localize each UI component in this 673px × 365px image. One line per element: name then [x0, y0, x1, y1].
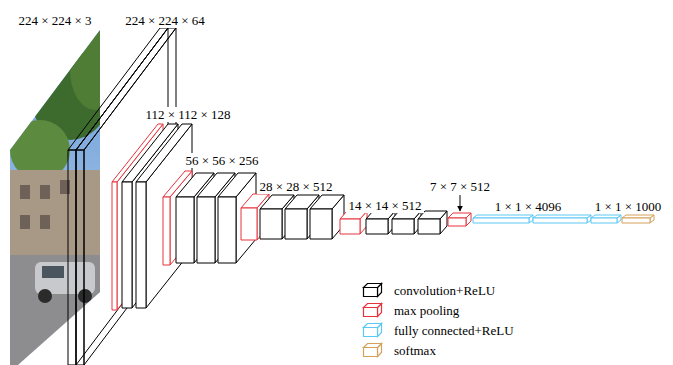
dimension-label: 1 × 1 × 1000 [593, 197, 664, 215]
swatch-face [364, 344, 382, 348]
pool-layer [340, 211, 367, 234]
dimension-label: 1 × 1 × 4096 [493, 197, 564, 215]
layer-face [310, 209, 332, 239]
layer-face [241, 208, 257, 240]
layer-face [136, 182, 146, 308]
layer-face [366, 219, 388, 234]
layer-face [197, 197, 215, 263]
legend-swatch [362, 342, 384, 358]
dimension-label: 56 × 56 × 256 [183, 151, 260, 169]
layer-face [591, 218, 617, 223]
layer-face [218, 173, 256, 197]
fc-layer [591, 215, 621, 223]
dimension-text: 224 × 224 × 64 [123, 13, 207, 28]
layer-face [260, 209, 282, 239]
layer-face [418, 219, 440, 234]
fc-layer [473, 215, 533, 223]
dimension-label: 7 × 7 × 512 [428, 177, 492, 195]
dimension-text: 14 × 14 × 512 [346, 198, 423, 213]
dimension-text: 7 × 7 × 512 [428, 179, 492, 194]
layer-face [310, 195, 344, 209]
conv-layer [310, 195, 344, 239]
fc-layer [533, 215, 591, 223]
leader-arrow [460, 195, 461, 211]
dimension-label: 28 × 28 × 512 [257, 177, 334, 195]
swatch-face [364, 284, 382, 288]
layer-face [176, 197, 194, 263]
legend-swatch [362, 302, 384, 318]
conv-layer [218, 173, 256, 263]
dimension-text: 224 × 224 × 3 [16, 13, 93, 28]
legend-swatch [362, 322, 384, 338]
layer-face [473, 218, 529, 223]
dimension-label: 224 × 224 × 64 [123, 11, 207, 29]
layer-face [448, 213, 471, 218]
swatch-face [364, 324, 382, 328]
layer-face [340, 219, 360, 234]
dimension-label: 112 × 112 × 128 [143, 105, 232, 123]
legend-text: max pooling [394, 303, 459, 318]
legend-entry: softmax [362, 341, 404, 359]
swatch-face [364, 348, 378, 357]
dimension-text: 1 × 1 × 4096 [493, 199, 564, 214]
layer-face [448, 218, 466, 226]
dimension-text: 112 × 112 × 128 [143, 107, 232, 122]
layer-face [68, 150, 76, 365]
dimension-text: 28 × 28 × 512 [257, 179, 334, 194]
layer-face [122, 182, 132, 308]
swatch-face [364, 308, 378, 317]
layer-face [112, 182, 117, 310]
layer-face [392, 219, 414, 234]
legend-text: convolution+ReLU [394, 283, 495, 298]
legend-entry: fully connected+ReLU [362, 321, 482, 339]
dimension-text: 1 × 1 × 1000 [593, 199, 664, 214]
legend-text: fully connected+ReLU [394, 323, 514, 338]
legend-entry: convolution+ReLU [362, 281, 463, 299]
legend-text: softmax [394, 343, 436, 358]
conv-layer [418, 211, 447, 234]
conv-layer [366, 211, 395, 234]
swatch-face [364, 328, 378, 337]
swatch-face [364, 288, 378, 297]
dimension-label: 224 × 224 × 3 [16, 11, 93, 29]
softmax-layer [622, 215, 654, 223]
layer-face [285, 209, 307, 239]
layer-face [533, 218, 587, 223]
legend-entry: max pooling [362, 301, 427, 319]
layer-face [163, 197, 170, 265]
pool-layer [448, 213, 471, 226]
layer-face [218, 197, 236, 263]
conv-layer [392, 211, 421, 234]
input-photo [0, 20, 120, 365]
legend-swatch [362, 282, 384, 298]
layer-face [76, 150, 84, 365]
dimension-text: 56 × 56 × 256 [183, 153, 260, 168]
layer-face [622, 218, 650, 223]
dimension-label: 14 × 14 × 512 [346, 196, 423, 214]
swatch-face [364, 304, 382, 308]
